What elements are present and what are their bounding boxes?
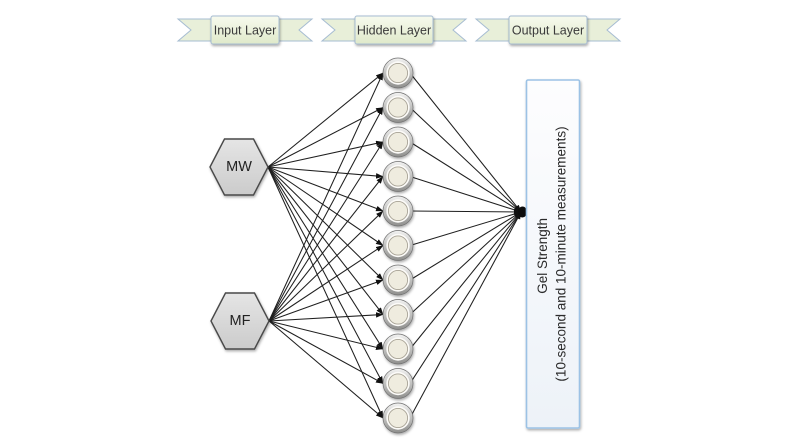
banner-input-layer: Input Layer: [176, 15, 314, 45]
edge-hidden-to-output: [409, 107, 522, 213]
edge-input-to-hidden: [267, 72, 384, 168]
hexagon-icon: [210, 292, 270, 350]
hidden-node: [382, 57, 414, 89]
banner-hidden-layer-label: Hidden Layer: [357, 24, 431, 38]
ribbon-plate: [508, 15, 588, 45]
hidden-node-core: [387, 338, 409, 360]
edge-input-to-hidden: [268, 279, 384, 322]
svg-text:Gel Strength (10-sec: Gel Strength (10-second and 10-minute me…: [535, 126, 569, 381]
edge-hidden-to-output: [409, 211, 522, 247]
edge-hidden-to-output: [409, 141, 522, 213]
banner-hidden-layer: Hidden Layer: [320, 15, 468, 45]
hidden-node: [382, 299, 414, 330]
hidden-node: [382, 333, 414, 365]
edge-lines-group: [267, 72, 522, 419]
edge-input-to-hidden: [267, 166, 384, 384]
hidden-node-core: [387, 62, 409, 84]
hidden-node-core: [387, 235, 409, 256]
hidden-node-core: [387, 373, 409, 394]
input-node-mw-label: MW: [226, 159, 252, 175]
edge-input-to-hidden: [268, 320, 384, 351]
input-node-mf-label: MF: [230, 313, 251, 329]
edge-hidden-to-output: [409, 211, 522, 384]
hidden-node-core: [387, 97, 409, 118]
edge-input-to-hidden: [268, 141, 384, 322]
edge-input-to-hidden: [267, 166, 384, 246]
edge-input-to-hidden: [268, 176, 384, 322]
edge-input-to-hidden: [268, 107, 384, 322]
edge-input-to-hidden: [268, 210, 384, 322]
input-node-mf: MF: [210, 292, 270, 350]
hidden-node-core: [387, 407, 409, 429]
hexagon-icon: [209, 138, 269, 196]
edge-input-to-hidden: [267, 166, 384, 419]
hidden-node: [382, 126, 414, 158]
hidden-node-core: [387, 131, 409, 153]
edge-hidden-to-output: [409, 175, 522, 213]
output-box: [525, 79, 581, 429]
output-box-rotated-text: Gel Strength (10-second and 10-minute me…: [535, 126, 569, 381]
output-title: Gel Strength: [535, 218, 550, 294]
edge-input-to-hidden: [267, 166, 384, 281]
edge-hidden-to-output: [409, 211, 522, 419]
banner-input-layer-label: Input Layer: [214, 24, 277, 38]
hidden-layer-nodes-group: [382, 57, 414, 434]
edge-input-to-hidden: [267, 166, 384, 179]
hidden-node: [382, 402, 414, 434]
hidden-node: [382, 161, 414, 192]
hidden-node-core: [387, 269, 409, 291]
hidden-node: [382, 195, 414, 227]
edge-input-to-hidden: [267, 166, 384, 350]
ribbon-plate: [210, 15, 280, 45]
edge-input-to-hidden: [268, 320, 384, 384]
edge-hidden-to-output: [409, 211, 522, 281]
edge-hidden-to-output: [409, 209, 522, 215]
hidden-node: [382, 368, 414, 399]
arrowhead-convergence-point: [518, 206, 527, 218]
banner-output-layer-label: Output Layer: [512, 24, 584, 38]
output-subtitle: (10-second and 10-minute measurements): [554, 126, 569, 381]
banner-output-layer: Output Layer: [474, 15, 622, 45]
ribbon-plate: [354, 15, 434, 45]
hidden-node-core: [387, 200, 409, 222]
edge-input-to-hidden: [267, 166, 384, 315]
edge-input-to-hidden: [268, 72, 384, 322]
edge-input-to-hidden: [267, 107, 384, 168]
edge-input-to-hidden: [267, 140, 384, 168]
hidden-node: [382, 92, 414, 123]
hidden-node: [382, 264, 414, 296]
edge-hidden-to-output: [409, 211, 522, 315]
hidden-node: [382, 230, 414, 261]
edge-input-to-hidden: [268, 312, 384, 322]
hidden-node-core: [387, 304, 409, 325]
edge-hidden-to-output: [409, 72, 522, 213]
edge-hidden-to-output: [409, 211, 522, 350]
edge-input-to-hidden: [267, 166, 384, 212]
output-node: Gel Strength (10-second and 10-minute me…: [525, 79, 581, 429]
edge-input-to-hidden: [268, 320, 384, 419]
hidden-node-core: [387, 166, 409, 187]
input-node-mw: MW: [209, 138, 269, 196]
edge-input-to-hidden: [268, 245, 384, 322]
